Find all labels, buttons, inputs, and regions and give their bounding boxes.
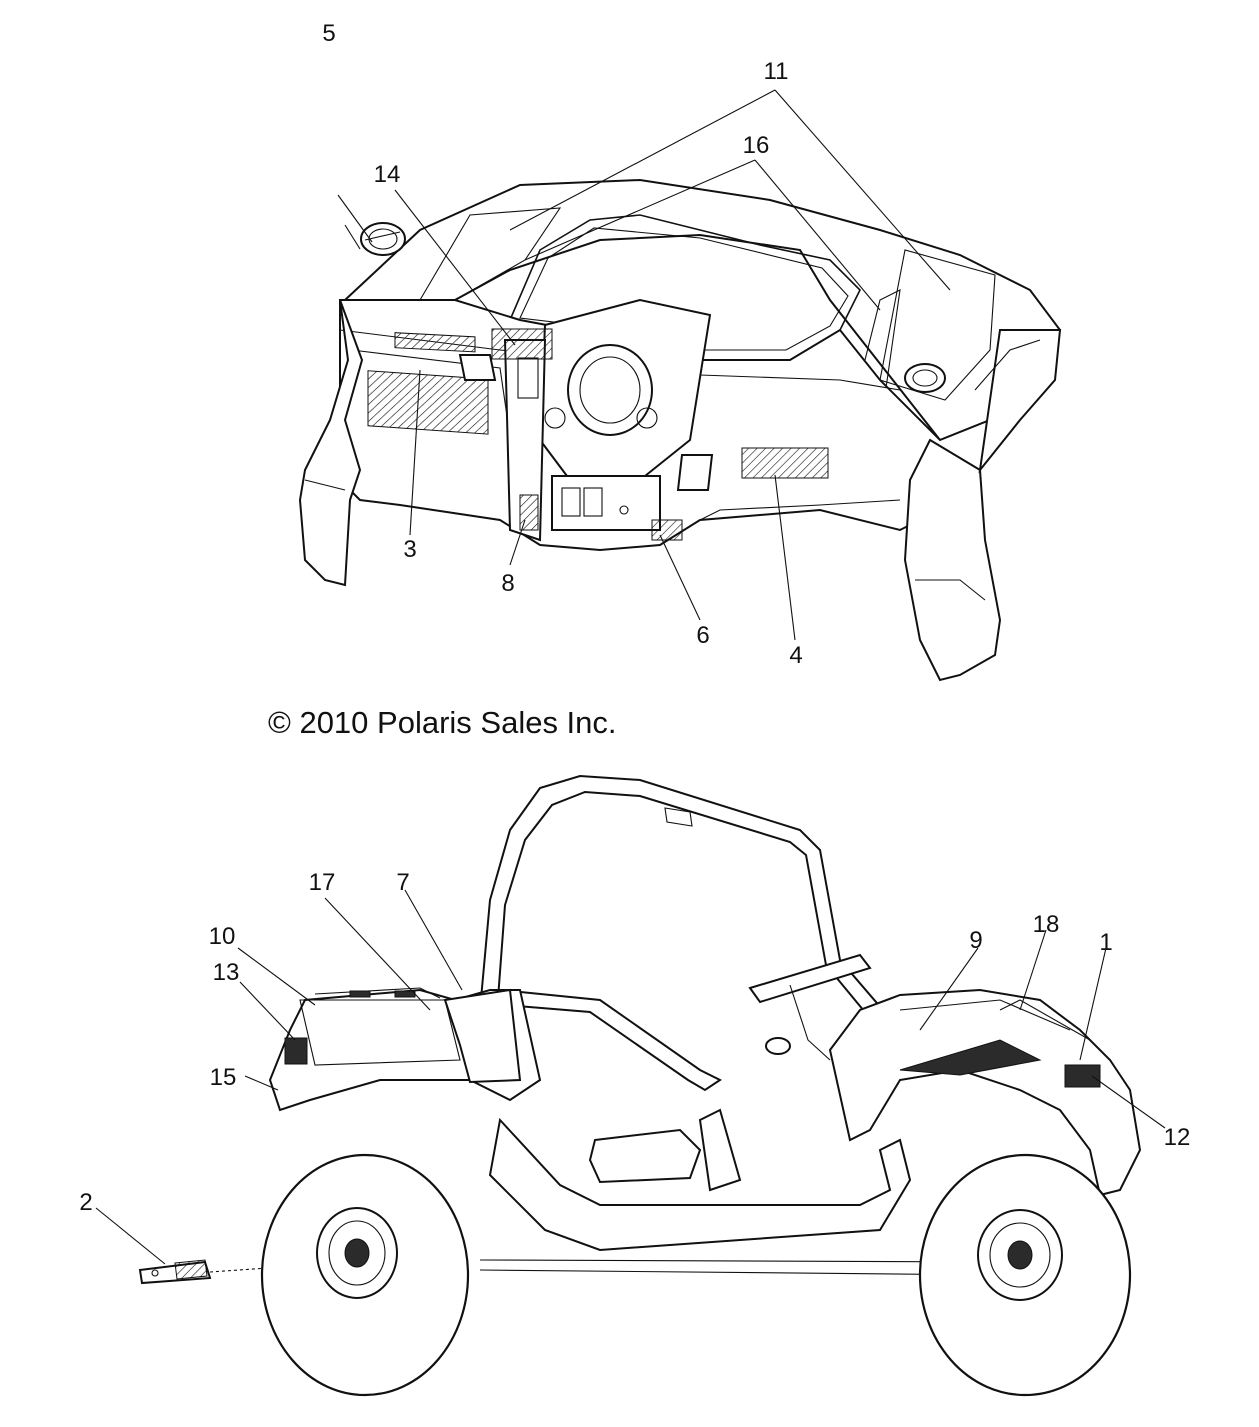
callout-13: 13 (213, 959, 240, 986)
decal-14-area (491, 328, 553, 360)
dash-right-leg (903, 438, 1002, 682)
leader-14 (394, 189, 516, 346)
leader-16-a (524, 159, 756, 261)
hood-decal-right (879, 249, 996, 401)
steering-wheel (748, 953, 872, 1004)
floor-frame (488, 1117, 912, 1252)
callout-6: 6 (696, 622, 709, 649)
leader-6 (659, 534, 701, 621)
callout-11: 11 (764, 58, 789, 85)
front-stripe (899, 1039, 1042, 1076)
callout-7: 7 (396, 869, 409, 896)
headlight (1064, 1064, 1101, 1088)
leader-11-a (509, 89, 776, 231)
callout-18: 18 (1033, 911, 1060, 938)
copyright-notice: © 2010 Polaris Sales Inc. (268, 705, 617, 740)
leader-10 (237, 947, 316, 1006)
leader-16-b (754, 159, 881, 311)
callout-10: 10 (209, 923, 236, 950)
speedometer (567, 344, 653, 436)
vehicle-side-view: 17 7 10 13 15 2 9 18 1 12 (79, 774, 1191, 1397)
callout-4: 4 (789, 642, 802, 669)
dashboard-assembly: 11 16 14 5 5 3 8 6 4 (298, 58, 1062, 682)
leader-1 (1079, 947, 1107, 1061)
callout-16: 16 (743, 132, 770, 159)
leader-7 (404, 889, 463, 991)
callout-3: 3 (403, 536, 416, 563)
decal-6-area (651, 519, 683, 541)
decal-8-area (519, 494, 539, 531)
callout-1: 1 (1099, 929, 1112, 956)
leader-13 (239, 981, 296, 1041)
decal-3-upper (394, 332, 476, 353)
callout-9: 9 (969, 927, 982, 954)
leader-11-b (774, 89, 951, 291)
leader-15 (244, 1075, 279, 1091)
callout-12: 12 (1164, 1124, 1191, 1151)
leader-9 (919, 947, 979, 1031)
leader-3 (409, 369, 421, 536)
decal-3-area (367, 370, 489, 435)
callout-15: 15 (210, 1064, 237, 1091)
leader-5-line (344, 224, 361, 250)
callout-14: 14 (374, 161, 401, 188)
decal-4-area (741, 447, 829, 479)
leader-12 (1091, 1075, 1166, 1129)
leader-17 (324, 897, 431, 1011)
rear-side-panel (443, 988, 522, 1084)
leader-2 (95, 1207, 166, 1265)
leader-4 (774, 474, 796, 641)
leader-8 (509, 519, 526, 566)
front-hood (828, 988, 1142, 1197)
callout-2: 2 (79, 1189, 92, 1216)
callout-17: 17 (309, 869, 336, 896)
right-speaker-grille (904, 363, 946, 393)
leader-18 (1019, 929, 1047, 1011)
callout-8: 8 (501, 570, 514, 597)
callout-5-label: 5 (322, 20, 335, 47)
switch-panel (551, 475, 661, 531)
left-speaker-grille (360, 222, 406, 256)
dash-right-side (978, 329, 1062, 474)
dash-left-leg (298, 299, 364, 587)
seat (588, 1128, 702, 1184)
